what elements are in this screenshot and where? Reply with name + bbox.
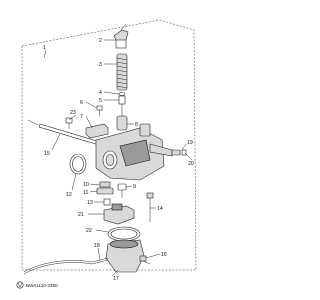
callout-11: 11 (83, 190, 88, 196)
callout-5: 5 (99, 98, 102, 104)
callout-15: 15 (44, 151, 50, 157)
carburetor-body (95, 123, 173, 181)
float-bowl-gasket (107, 226, 141, 242)
jet-needle-clip (118, 92, 126, 116)
main-jet (103, 198, 111, 206)
callout-13: 13 (87, 200, 93, 206)
callout-14: 14 (157, 206, 163, 212)
small-screw-top (96, 105, 103, 116)
drain-hose (23, 257, 109, 275)
callout-2: 2 (99, 38, 102, 44)
throttle-spring (116, 53, 128, 91)
float-pin (96, 181, 114, 195)
screw-right (171, 149, 187, 156)
callout-19: 19 (187, 140, 193, 146)
bowl-screw (139, 255, 151, 265)
callout-7: 7 (80, 114, 83, 120)
long-screw (146, 192, 154, 222)
float (103, 203, 135, 225)
callout-9: 9 (133, 184, 136, 190)
mounting-bolt (65, 117, 73, 129)
needle-jet (117, 183, 127, 198)
callout-21: 21 (78, 212, 84, 218)
intake-oring (69, 153, 87, 175)
leader-lines (43, 39, 193, 277)
diagram-code: BWA1110-3380 (26, 283, 58, 288)
brand-logo (16, 281, 24, 289)
callout-1: 1 (43, 45, 46, 51)
callout-4: 4 (99, 90, 102, 96)
assembly-boundary (21, 19, 197, 271)
cable-adjuster-plate (85, 123, 109, 139)
callout-23: 23 (70, 110, 76, 116)
throttle-valve (116, 115, 128, 131)
callout-18: 18 (94, 243, 100, 249)
callout-20: 20 (188, 161, 194, 167)
callout-6: 6 (80, 100, 83, 106)
callout-22: 22 (86, 228, 92, 234)
callout-10: 10 (83, 182, 89, 188)
callout-17: 17 (113, 276, 119, 282)
callout-16: 16 (161, 252, 167, 258)
carburetor-top-cap (113, 23, 129, 49)
carburetor-exploded-diagram: 1 2 3 4 5 6 7 8 9 10 11 12 13 14 15 16 1… (16, 19, 197, 289)
float-bowl (105, 239, 145, 273)
callout-12: 12 (66, 192, 72, 198)
callout-3: 3 (99, 62, 102, 68)
callout-8: 8 (135, 122, 138, 128)
